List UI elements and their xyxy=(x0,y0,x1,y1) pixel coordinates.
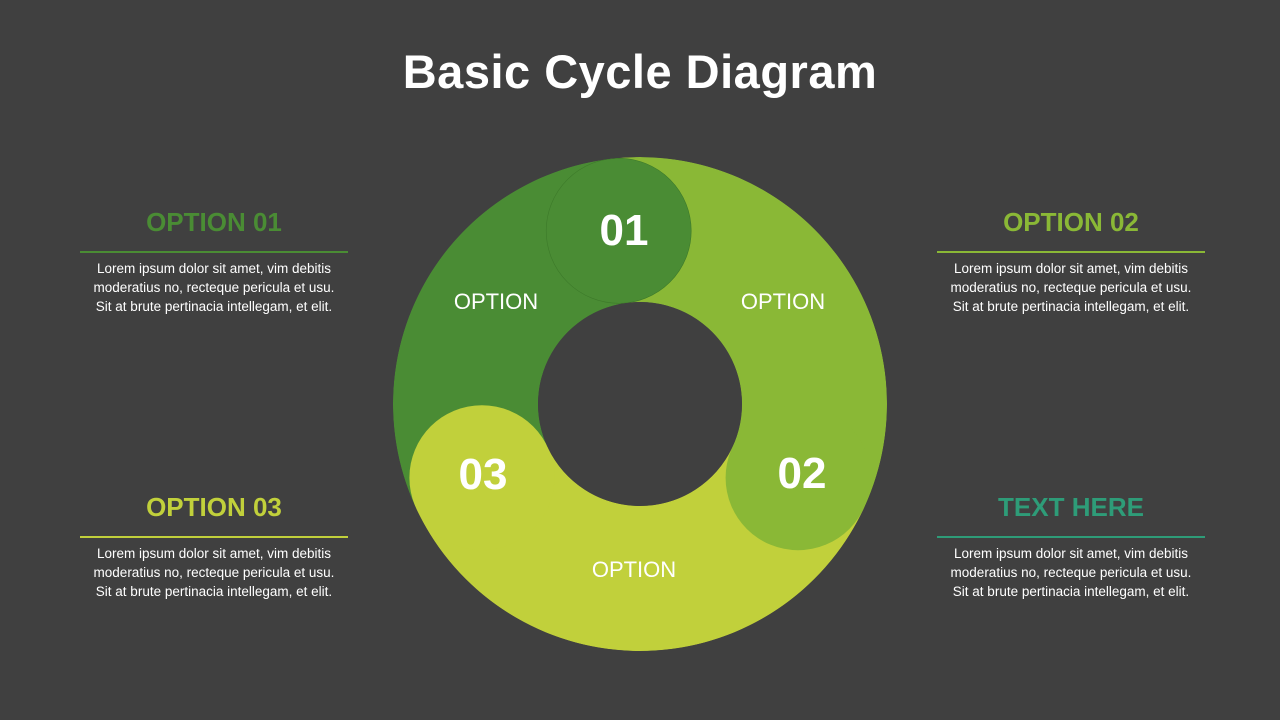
card-line: Lorem ipsum dolor sit amet, vim debitis xyxy=(953,546,1189,561)
card-line: Sit at brute pertinacia intellegam, et e… xyxy=(952,584,1190,599)
segment-01-label: OPTION xyxy=(454,289,538,314)
segment-01-number: 01 xyxy=(600,206,649,255)
card-line: moderatius no, recteque pericula et usu. xyxy=(93,280,335,295)
segment-02-cap xyxy=(725,405,871,551)
card-line: Lorem ipsum dolor sit amet, vim debitis xyxy=(953,261,1189,276)
card-option-02: OPTION 02 Lorem ipsum dolor sit amet, vi… xyxy=(937,207,1205,316)
card-line: Sit at brute pertinacia intellegam, et e… xyxy=(95,584,333,599)
card-line: moderatius no, recteque pericula et usu. xyxy=(950,565,1192,580)
card-line: Sit at brute pertinacia intellegam, et e… xyxy=(952,299,1190,314)
card-heading: OPTION 01 xyxy=(146,207,282,237)
card-divider xyxy=(80,536,348,538)
card-option-01: OPTION 01 Lorem ipsum dolor sit amet, vi… xyxy=(80,207,348,316)
segment-01-cap xyxy=(545,158,692,304)
card-body: Lorem ipsum dolor sit amet, vim debitis … xyxy=(80,259,348,316)
card-heading: OPTION 02 xyxy=(1003,207,1139,237)
segment-03-label: OPTION xyxy=(592,557,676,582)
card-body: Lorem ipsum dolor sit amet, vim debitis … xyxy=(937,259,1205,316)
segment-03-number: 03 xyxy=(459,450,508,499)
card-line: Lorem ipsum dolor sit amet, vim debitis xyxy=(96,546,332,561)
segment-02-number: 02 xyxy=(778,449,827,498)
segment-02-label: OPTION xyxy=(741,289,825,314)
card-body: Lorem ipsum dolor sit amet, vim debitis … xyxy=(937,544,1205,601)
card-body: Lorem ipsum dolor sit amet, vim debitis … xyxy=(80,544,348,601)
card-divider xyxy=(937,251,1205,253)
card-divider xyxy=(937,536,1205,538)
card-line: moderatius no, recteque pericula et usu. xyxy=(93,565,335,580)
card-line: Lorem ipsum dolor sit amet, vim debitis xyxy=(96,261,332,276)
card-option-03: OPTION 03 Lorem ipsum dolor sit amet, vi… xyxy=(80,492,348,601)
card-divider xyxy=(80,251,348,253)
page-title: Basic Cycle Diagram xyxy=(402,45,878,98)
card-text-here: TEXT HERE Lorem ipsum dolor sit amet, vi… xyxy=(937,492,1205,601)
card-heading: TEXT HERE xyxy=(998,492,1144,522)
card-heading: OPTION 03 xyxy=(146,492,282,522)
card-line: moderatius no, recteque pericula et usu. xyxy=(950,280,1192,295)
segment-03-cap xyxy=(409,405,555,551)
card-line: Sit at brute pertinacia intellegam, et e… xyxy=(95,299,333,314)
